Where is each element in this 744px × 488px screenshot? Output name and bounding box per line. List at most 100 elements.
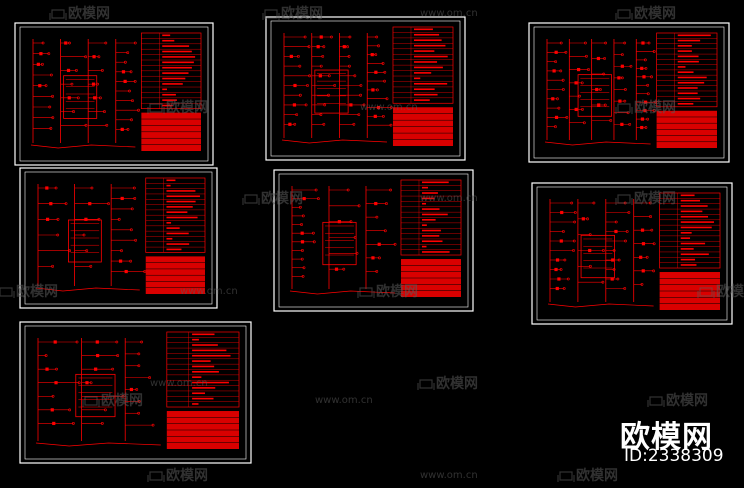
terminal-node — [389, 106, 393, 109]
component-symbol — [554, 50, 558, 54]
component-symbol — [640, 125, 644, 130]
terminal-node — [614, 220, 618, 224]
terminal-node — [300, 257, 304, 261]
terminal-node — [323, 103, 327, 107]
terminal-node — [561, 230, 565, 233]
terminal-node — [557, 106, 561, 110]
terminal-node — [129, 259, 133, 263]
table-text-mark — [413, 61, 438, 63]
watermark-brand: 欧模网 — [576, 467, 618, 484]
table-text-mark — [192, 365, 215, 368]
component-symbol — [64, 41, 68, 45]
sheet-outer-frame — [19, 321, 252, 464]
watermark-stamp: 欧模网 — [262, 5, 323, 22]
terminal-node — [616, 277, 620, 281]
table-text-mark — [162, 104, 173, 107]
terminal-node — [348, 35, 352, 39]
component-symbol — [574, 81, 578, 85]
terminal-node — [129, 228, 133, 232]
table-text-mark — [162, 61, 194, 64]
table-text-mark — [413, 72, 432, 74]
switchgear-block — [63, 75, 98, 119]
component-symbol — [93, 96, 97, 100]
table-text-mark — [162, 50, 192, 53]
terminal-node — [301, 214, 305, 218]
return-loop — [544, 141, 651, 146]
component-symbol — [640, 117, 645, 121]
table-text-mark — [677, 76, 707, 79]
return-loop — [35, 442, 161, 447]
terminal-node — [598, 88, 602, 91]
terminal-node — [383, 70, 387, 74]
terminal-node — [381, 114, 385, 118]
terminal-node — [40, 62, 44, 66]
return-loop — [281, 139, 387, 144]
terminal-node — [377, 44, 380, 48]
terminal-node — [140, 340, 144, 344]
component-symbol — [118, 259, 123, 263]
terminal-node — [357, 204, 361, 208]
terminal-node — [652, 242, 656, 246]
switchgear-block — [322, 221, 357, 266]
table-text-mark — [421, 186, 428, 189]
table-text-mark — [162, 72, 189, 74]
component-symbol — [641, 269, 645, 273]
terminal-node — [97, 55, 101, 59]
component-symbol — [640, 66, 644, 70]
terminal-node — [644, 66, 648, 70]
terminal-node — [293, 122, 297, 126]
terminal-node — [385, 202, 388, 205]
component-symbol — [373, 114, 377, 118]
sofa-logo-icon — [357, 287, 375, 298]
terminal-node — [84, 123, 88, 127]
terminal-node — [623, 88, 627, 91]
terminal-node — [77, 381, 81, 385]
terminal-node — [389, 123, 393, 127]
table-text-mark — [166, 248, 182, 251]
return-loop — [289, 290, 395, 295]
terminal-node — [298, 205, 302, 209]
table-text-mark — [166, 179, 176, 182]
component-symbol — [620, 64, 624, 68]
drawing-sheet — [273, 169, 474, 312]
terminal-node — [628, 122, 632, 126]
terminal-node — [312, 240, 316, 244]
terminal-node — [70, 82, 74, 86]
table-text-mark — [192, 403, 199, 405]
table-text-mark — [413, 82, 448, 85]
table-text-mark — [166, 222, 172, 224]
component-symbol — [67, 96, 71, 100]
component-symbol — [123, 79, 127, 83]
terminal-node — [120, 249, 123, 253]
terminal-node — [559, 41, 563, 45]
terminal-node — [316, 197, 320, 201]
sofa-logo-icon — [147, 103, 165, 114]
terminal-node — [111, 367, 115, 371]
terminal-node — [130, 207, 134, 211]
watermark-brand: 欧模网 — [716, 283, 744, 300]
terminal-node — [133, 80, 137, 83]
component-symbol — [617, 76, 621, 80]
component-symbol — [596, 56, 601, 61]
sheet-outer-frame — [531, 182, 733, 325]
component-symbol — [376, 105, 381, 110]
component-symbol — [292, 103, 297, 107]
table-text-mark — [192, 360, 211, 362]
table-text-mark — [192, 371, 219, 373]
component-symbol — [45, 186, 49, 190]
sofa-logo-icon — [242, 194, 260, 205]
component-symbol — [581, 217, 585, 221]
terminal-node — [652, 109, 656, 113]
component-symbol — [318, 74, 322, 78]
component-symbol — [554, 115, 559, 119]
terminal-node — [602, 72, 606, 76]
terminal-node — [565, 116, 569, 119]
sofa-logo-icon — [697, 287, 715, 298]
component-symbol — [53, 340, 57, 344]
component-symbol — [124, 269, 128, 274]
watermark-stamp: 欧模网 — [697, 283, 744, 300]
watermark-stamp: www.om.cn — [420, 470, 478, 481]
component-symbol — [66, 68, 71, 73]
component-symbol — [45, 217, 50, 221]
terminal-node — [644, 126, 648, 129]
